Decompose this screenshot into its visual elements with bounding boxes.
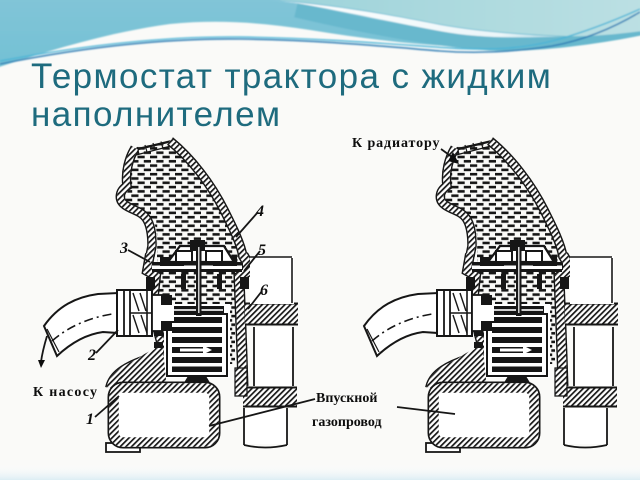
svg-text:Термостат трактора с жидким: Термостат трактора с жидким — [31, 57, 552, 96]
svg-text:4: 4 — [255, 203, 264, 220]
svg-text:К насосу: К насосу — [33, 385, 98, 400]
svg-text:К радиатору: К радиатору — [352, 136, 440, 151]
svg-text:1: 1 — [86, 411, 94, 428]
svg-text:газопровод: газопровод — [312, 415, 382, 430]
svg-text:наполнителем: наполнителем — [31, 95, 281, 134]
svg-text:3: 3 — [119, 240, 128, 257]
svg-text:Впускной: Впускной — [316, 391, 377, 406]
svg-text:5: 5 — [258, 242, 266, 259]
svg-text:2: 2 — [87, 347, 96, 364]
svg-text:6: 6 — [260, 282, 268, 299]
